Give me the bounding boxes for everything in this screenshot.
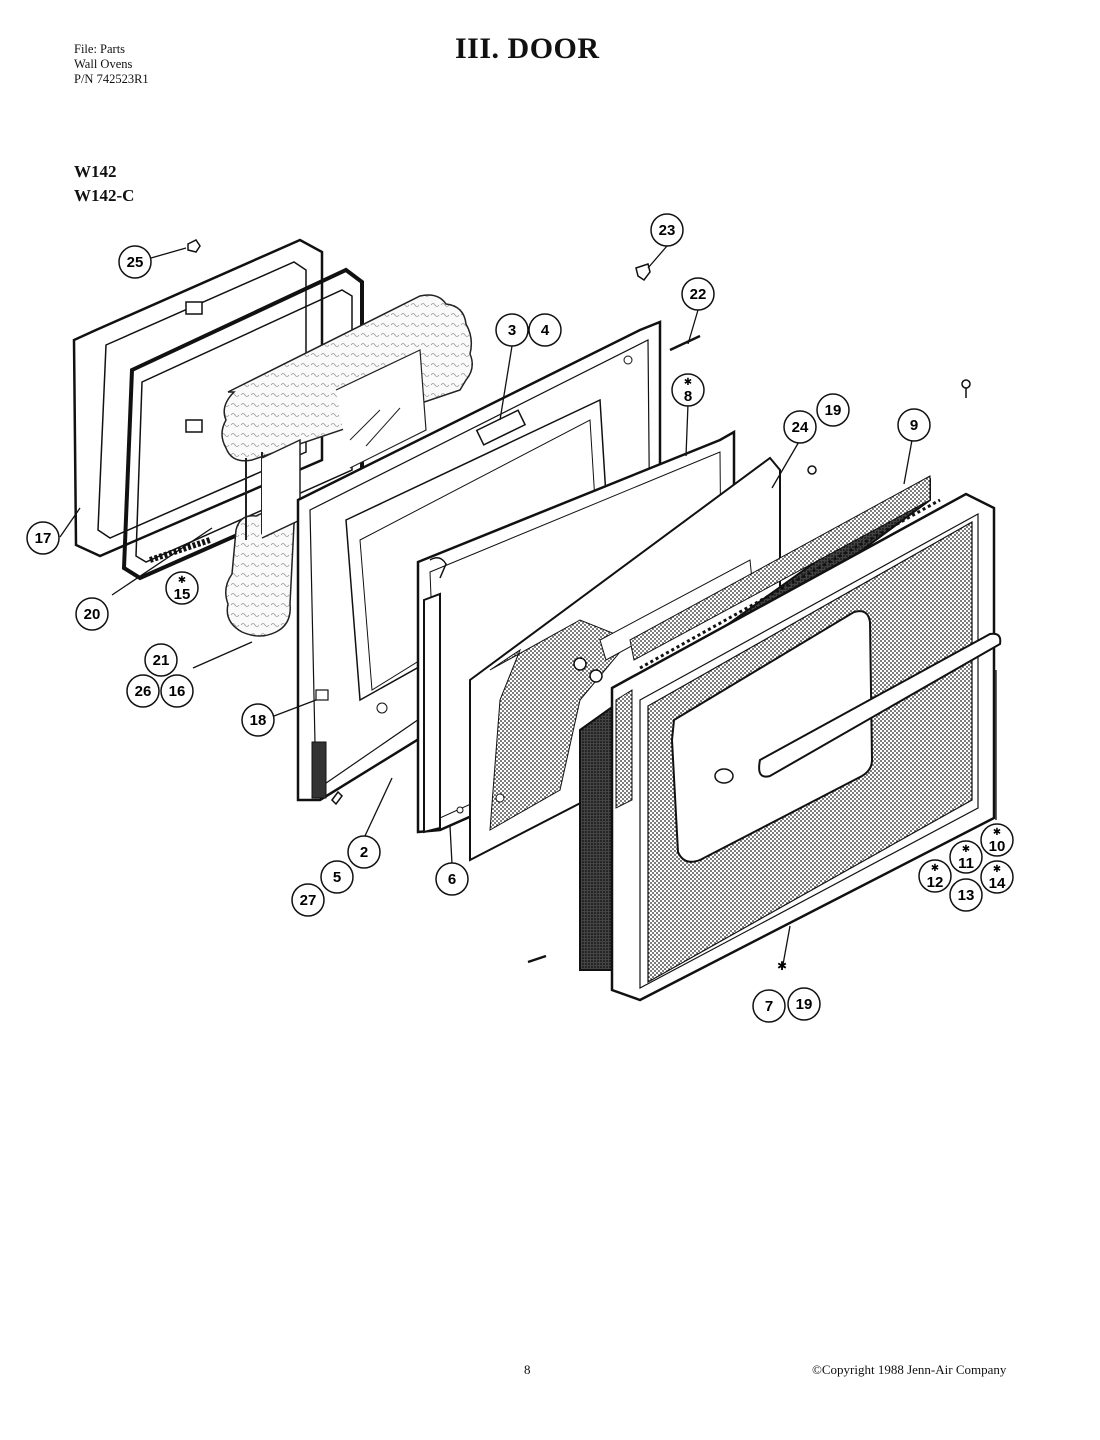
callout-label-13: 13: [958, 887, 975, 904]
callout-label-7: 7: [765, 998, 773, 1015]
callout-label-26: 26: [135, 683, 152, 700]
callout-label-11: 11: [958, 855, 974, 872]
part-24-inner-glass: [469, 456, 781, 862]
callout-12: ✱12: [918, 859, 952, 893]
star-icon: ✱: [931, 863, 939, 874]
callout-3: 3: [495, 313, 529, 347]
callout-6: 6: [435, 862, 469, 896]
callout-7: 7: [752, 989, 786, 1023]
leader-lines: [59, 245, 997, 971]
callout-label-21: 21: [153, 652, 170, 669]
file-line-1: File: Parts: [74, 42, 126, 56]
callout-25: 25: [118, 245, 152, 279]
callout-10: ✱10: [980, 823, 1014, 857]
callout-label-8: 8: [684, 388, 692, 405]
callout-8: ✱8: [671, 373, 705, 407]
callout-label-4: 4: [541, 322, 550, 339]
file-line-3: P/N 742523R1: [74, 72, 149, 86]
callout-21: 21: [144, 643, 178, 677]
callout-19-top: 19: [816, 393, 850, 427]
star-icon: ✱: [777, 959, 787, 973]
callout-label-27: 27: [300, 892, 317, 909]
callout-label-17: 17: [35, 530, 52, 547]
page-number: 8: [524, 1362, 531, 1377]
callout-label-22: 22: [690, 286, 707, 303]
callout-11: ✱11: [949, 840, 983, 874]
star-icon: ✱: [993, 827, 1001, 838]
callout-2: 2: [347, 835, 381, 869]
callout-label-25: 25: [127, 254, 144, 271]
callout-15: ✱15: [165, 571, 199, 605]
callout-label-9: 9: [910, 417, 918, 434]
callout-label-5: 5: [333, 869, 341, 886]
part-17-outer-frame: [72, 238, 324, 558]
star-icon: ✱: [178, 575, 186, 586]
callout-label-23: 23: [659, 222, 676, 239]
callout-16: 16: [160, 674, 194, 708]
callout-4: 4: [528, 313, 562, 347]
callout-label-18: 18: [250, 712, 267, 729]
insulation-pads: [221, 294, 473, 637]
model-list: W142 W142-C: [74, 160, 134, 208]
callout-27: 27: [291, 883, 325, 917]
callout-23: 23: [650, 213, 684, 247]
callout-label-20: 20: [84, 606, 101, 623]
page-title: III. DOOR: [455, 32, 600, 65]
callout-label-15: 15: [174, 586, 191, 603]
star-icon: ✱: [684, 377, 692, 388]
callout-label-10: 10: [989, 838, 1006, 855]
star-icon: ✱: [962, 844, 970, 855]
callout-13: 13: [949, 878, 983, 912]
callout-5: 5: [320, 860, 354, 894]
callout-label-19-top: 19: [825, 402, 842, 419]
callout-19-bottom: 19: [787, 987, 821, 1021]
callout-9: 9: [897, 408, 931, 442]
callout-17: 17: [26, 521, 60, 555]
copyright-notice: ©Copyright 1988 Jenn-Air Company: [812, 1362, 1007, 1377]
callout-label-2: 2: [360, 844, 368, 861]
hardware-pieces: [187, 239, 971, 964]
callout-24: 24: [783, 410, 817, 444]
file-line-2: Wall Ovens: [74, 57, 133, 71]
callout-22: 22: [681, 277, 715, 311]
callout-20: 20: [75, 597, 109, 631]
star-icon: ✱: [993, 864, 1001, 875]
callout-label-12: 12: [927, 874, 944, 891]
file-info: File: Parts Wall Ovens P/N 742523R1: [74, 42, 149, 87]
outer-door-frame: [610, 492, 1002, 1002]
callout-label-14: 14: [989, 875, 1006, 892]
callout-18: 18: [241, 703, 275, 737]
model-2: W142-C: [74, 186, 135, 205]
callout-label-24: 24: [792, 419, 809, 436]
model-1: W142: [74, 162, 117, 181]
callout-14: ✱14: [980, 860, 1014, 894]
callout-label-16: 16: [169, 683, 186, 700]
callout-label-3: 3: [508, 322, 516, 339]
callout-label-6: 6: [448, 871, 456, 888]
callout-26: 26: [126, 674, 160, 708]
callout-label-19-bottom: 19: [796, 996, 813, 1013]
